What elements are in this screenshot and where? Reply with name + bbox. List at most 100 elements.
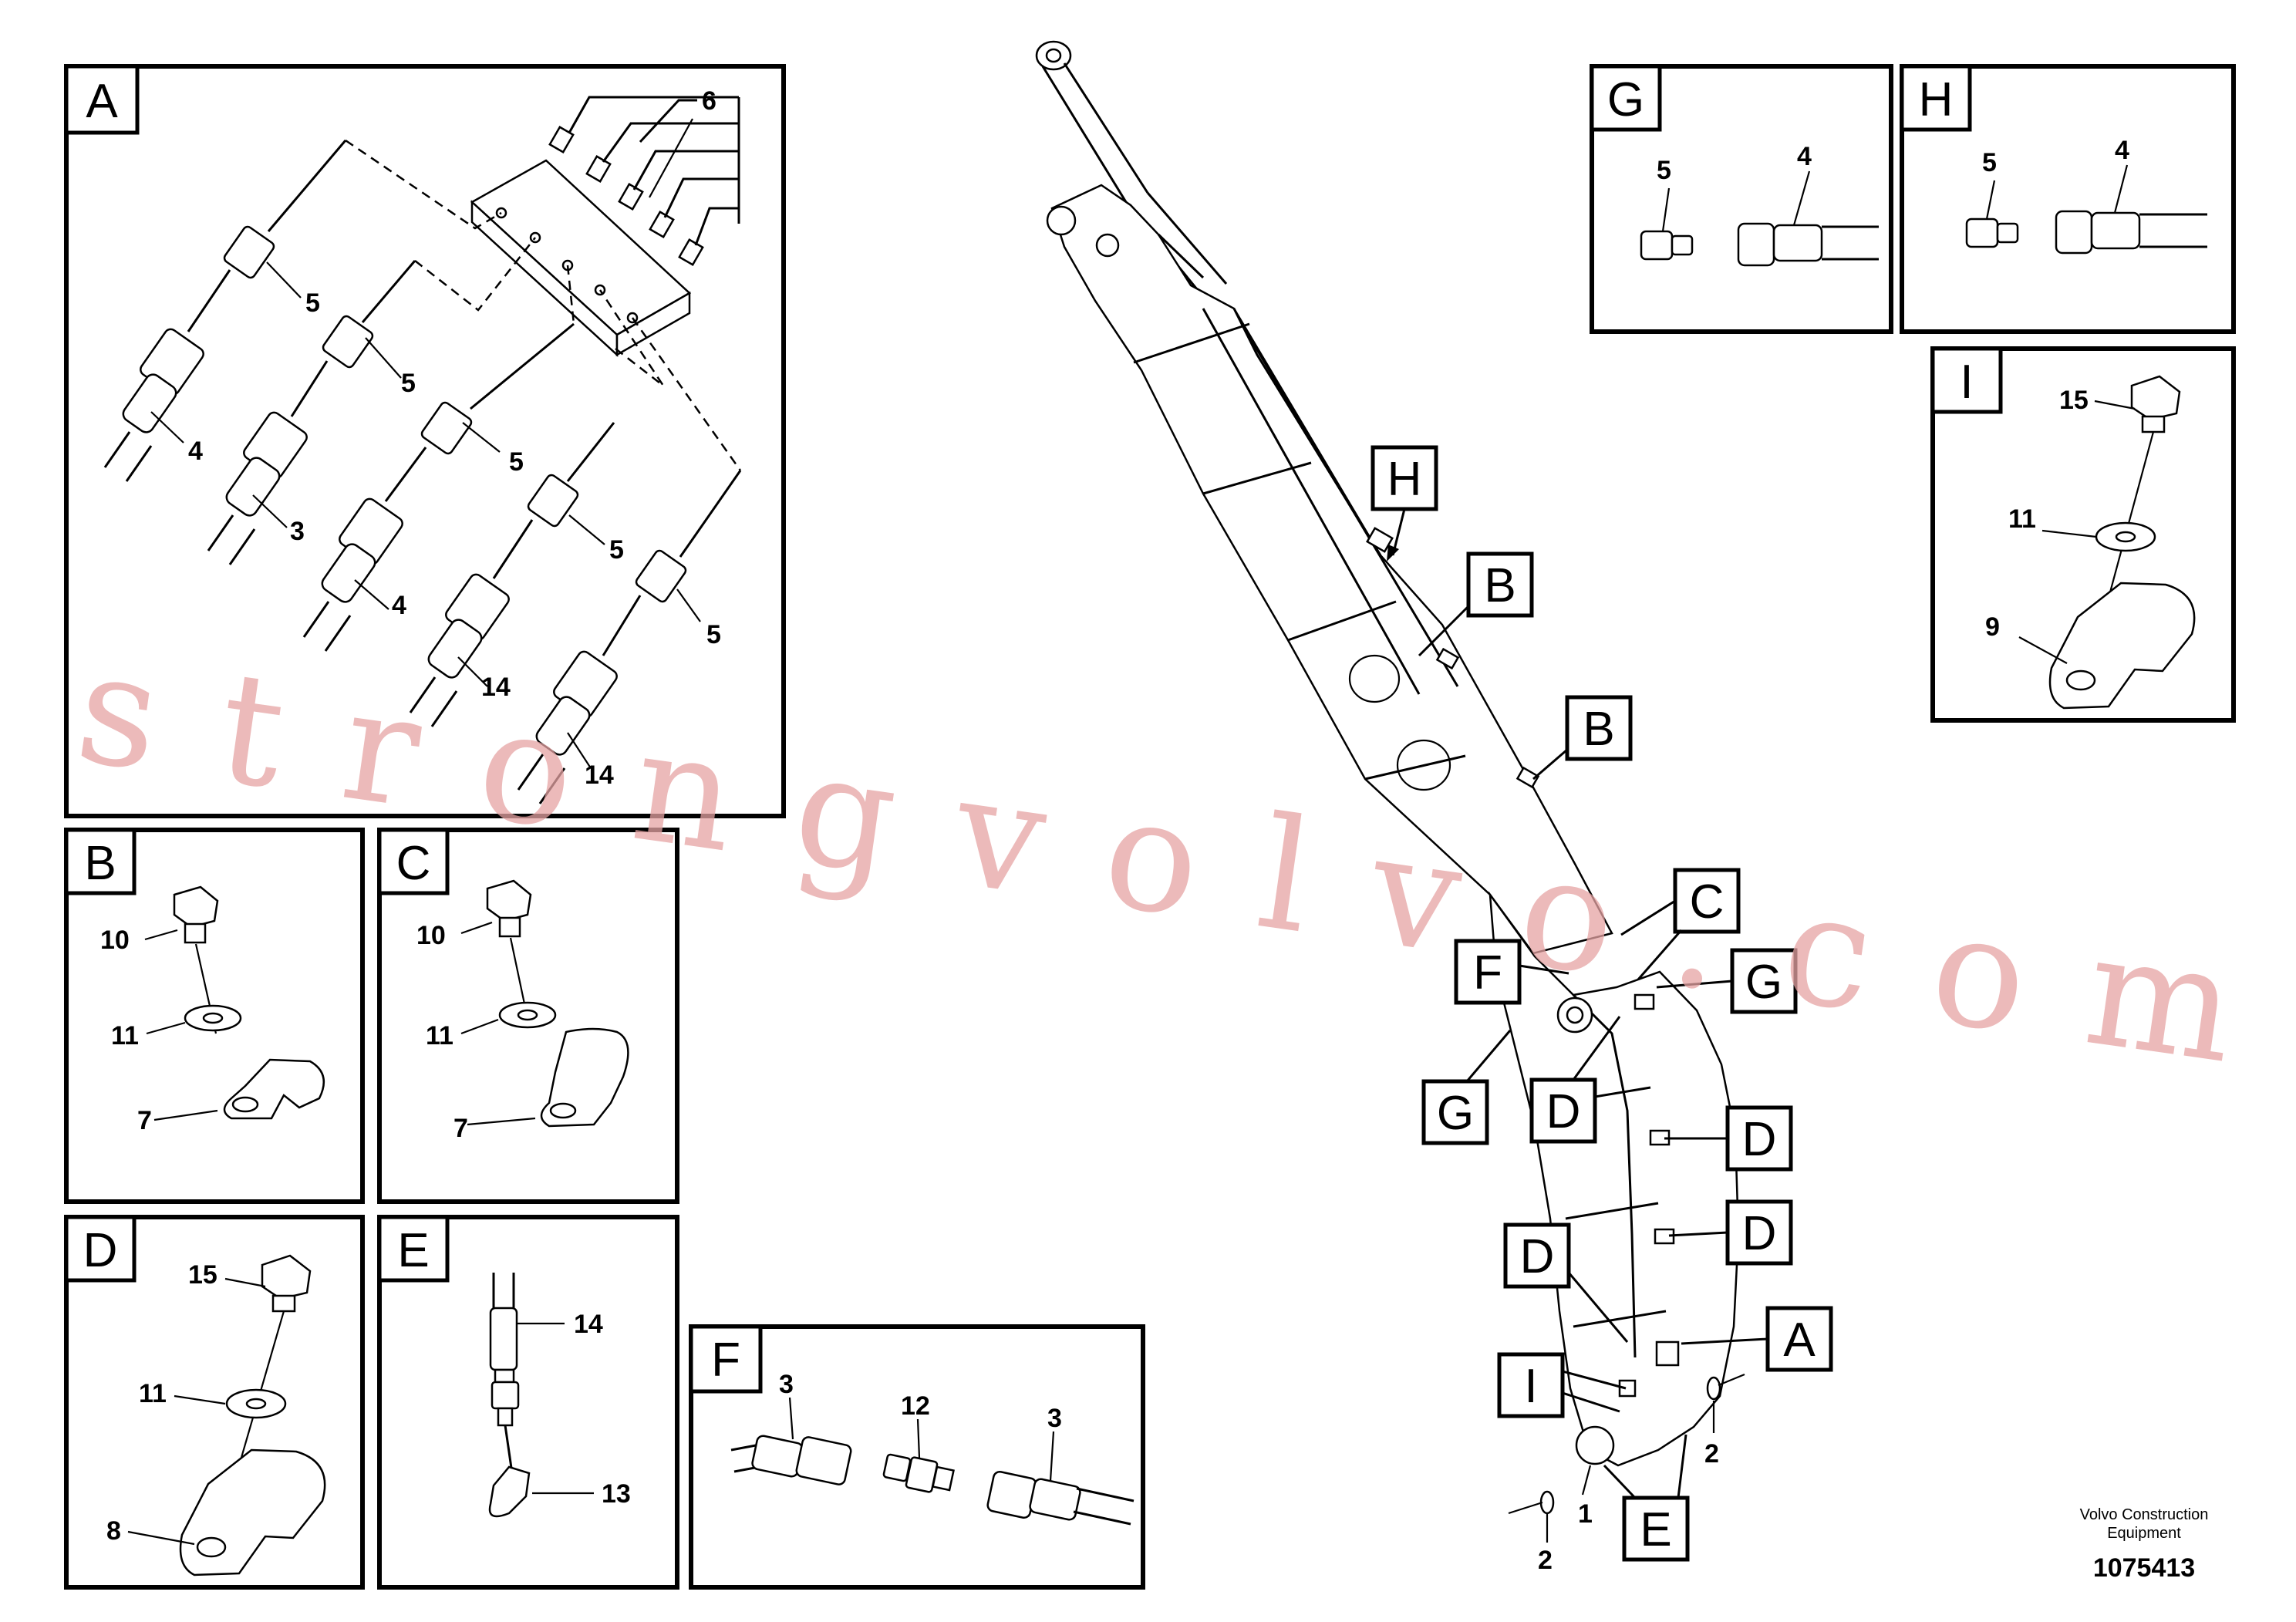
footer-line1: Volvo Construction	[2080, 1506, 2209, 1523]
clamp-8	[179, 1448, 326, 1576]
panel-a-label-6: 6	[702, 86, 716, 116]
panel-d-letter: D	[83, 1224, 118, 1277]
callout-i: I	[1524, 1360, 1537, 1413]
arm-upper	[1050, 184, 1613, 955]
bolt-10-shank	[184, 922, 207, 944]
panel-a-frame	[64, 64, 786, 818]
panel-a-label-5c: 5	[509, 447, 524, 477]
panel-d: D 15 11 8	[64, 1215, 365, 1590]
panel-d-label-11: 11	[139, 1379, 167, 1408]
main-label-2b: 2	[1704, 1439, 1719, 1469]
route-2	[414, 237, 536, 312]
panel-e-letter: E	[397, 1224, 429, 1277]
panel-a-label-5b: 5	[401, 369, 416, 398]
hose-4-h	[2055, 210, 2093, 255]
panel-i: I 15 11 9	[1930, 346, 2236, 723]
panel-f-label-3b: 3	[1047, 1404, 1062, 1433]
panel-f-frame	[689, 1324, 1145, 1590]
callouts: H B B C F G G D D D D A	[1371, 445, 1833, 1562]
panel-i-letter: I	[1960, 356, 1973, 409]
main-label-1: 1	[1578, 1499, 1593, 1529]
panel-a-label-14b: 14	[585, 760, 614, 790]
panel-c-label-7: 7	[453, 1114, 468, 1143]
lightening-hole-1	[1348, 654, 1401, 703]
panel-h-letter-box	[1900, 64, 1972, 132]
panel-c-letter: C	[396, 837, 431, 890]
panel-e: E 14 13	[377, 1215, 679, 1590]
panel-c-label-11: 11	[426, 1021, 453, 1050]
panel-f: F 3 12 3	[689, 1324, 1145, 1590]
panel-h-label-4: 4	[2115, 136, 2129, 165]
callout-d-4: D	[1520, 1230, 1555, 1283]
callout-g-1: G	[1745, 956, 1782, 1009]
footer-line2: Equipment	[2107, 1525, 2181, 1542]
callout-b-2: B	[1583, 703, 1614, 756]
panel-h-letter: H	[1919, 73, 1954, 126]
panel-i-frame	[1930, 346, 2236, 723]
panel-c-letter-box	[377, 828, 450, 895]
panel-e-label-14: 14	[574, 1310, 603, 1339]
bolt-10-c	[486, 879, 532, 922]
panel-b-letter: B	[84, 837, 116, 890]
panel-d-letter-box	[64, 1215, 137, 1283]
panel-f-letter: F	[711, 1334, 740, 1387]
panel-b: B 10 11 7	[64, 828, 365, 1204]
callout-h: H	[1387, 453, 1422, 506]
panel-a-label-5d: 5	[609, 535, 624, 565]
callout-d-3: D	[1742, 1207, 1777, 1260]
bolt-15-i-shank	[2141, 415, 2166, 433]
panel-b-label-11: 11	[111, 1021, 139, 1050]
panel-c: C 10 11 7	[377, 828, 679, 1204]
pin-1	[1046, 205, 1077, 236]
panel-b-label-7: 7	[137, 1106, 152, 1135]
panel-a-label-14a: 14	[481, 673, 511, 702]
lightening-hole-2	[1396, 739, 1451, 791]
panel-a-label-5a: 5	[305, 288, 320, 318]
washer-2-left	[1539, 1490, 1555, 1515]
washer-2-right	[1706, 1376, 1721, 1401]
panel-a-label-5e: 5	[706, 620, 721, 649]
panel-i-label-9: 9	[1985, 612, 2000, 642]
hose-14	[489, 1307, 518, 1371]
panel-a-label-4a: 4	[188, 437, 203, 466]
panel-c-frame	[377, 828, 679, 1204]
route-5	[566, 265, 575, 325]
fitting-5-h	[1965, 218, 1999, 248]
panel-g-label-4: 4	[1797, 142, 1812, 171]
elbow-13	[488, 1465, 531, 1518]
boom-assembly	[1035, 40, 1745, 1515]
callout-d-1: D	[1546, 1085, 1581, 1138]
panel-g-letter: G	[1607, 73, 1644, 126]
bolt-15	[261, 1254, 312, 1300]
callout-a: A	[1783, 1313, 1816, 1367]
panel-f-letter-box	[689, 1324, 763, 1394]
route-3	[598, 289, 665, 386]
route-1	[345, 139, 502, 230]
panel-i-label-11: 11	[2008, 504, 2036, 534]
adapter-12	[882, 1453, 912, 1482]
callout-b-1: B	[1484, 559, 1515, 612]
bolt-15-i	[2130, 375, 2181, 421]
clamp-9	[2048, 582, 2196, 710]
callout-c: C	[1690, 875, 1725, 929]
panel-e-label-13: 13	[602, 1479, 631, 1509]
panel-d-frame	[64, 1215, 365, 1590]
manifold-fittings	[548, 96, 740, 266]
callout-f: F	[1473, 946, 1502, 1000]
hose-assembly-5	[517, 470, 742, 804]
panel-h-label-5: 5	[1982, 148, 1997, 177]
clamp-7-c	[540, 1027, 629, 1128]
panel-f-label-3a: 3	[779, 1370, 794, 1399]
panel-g-frame	[1590, 64, 1893, 334]
main-leaders	[1546, 1401, 1715, 1543]
boom-foot-pin	[1575, 1425, 1615, 1465]
panel-f-label-12: 12	[901, 1391, 930, 1421]
main-label-2a: 2	[1538, 1546, 1553, 1575]
route-4	[631, 317, 742, 471]
panel-g: G 5 4	[1590, 64, 1893, 334]
callout-d-2: D	[1742, 1113, 1777, 1166]
panel-d-label-15: 15	[188, 1260, 217, 1290]
panel-h-frame	[1900, 64, 2236, 334]
hose-assembly-4	[409, 422, 615, 727]
